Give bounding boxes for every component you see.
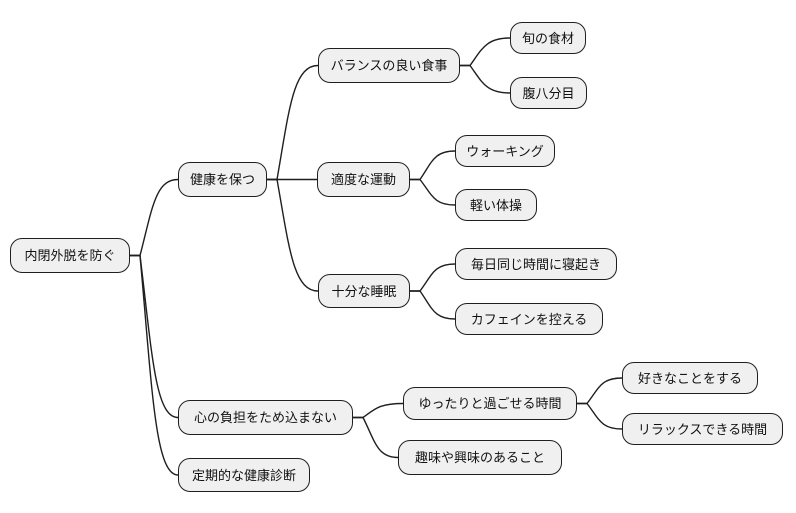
edge-root-mental-load bbox=[130, 254, 179, 419]
edge-relaxtime-likes bbox=[577, 377, 623, 405]
node-keep-health: 健康を保つ bbox=[178, 162, 267, 197]
edge-mental-relaxtime bbox=[353, 402, 404, 419]
node-enough-sleep: 十分な睡眠 bbox=[318, 274, 410, 308]
node-balanced-diet: バランスの良い食事 bbox=[318, 48, 460, 83]
node-relaxing-time: ゆったりと過ごせる時間 bbox=[403, 387, 577, 420]
edge-relaxtime-relax bbox=[577, 402, 623, 430]
node-avoid-mental-load: 心の負担をため込まない bbox=[178, 400, 353, 435]
edge-exercise-gym bbox=[410, 178, 456, 206]
edge-health-diet bbox=[267, 64, 319, 181]
node-limit-caffeine: カフェインを控える bbox=[455, 303, 603, 335]
edge-health-sleep bbox=[267, 178, 319, 292]
edge-mental-hobby bbox=[353, 416, 399, 459]
node-moderate-exercise: 適度な運動 bbox=[317, 162, 410, 197]
node-root: 内閉外脱を防ぐ bbox=[10, 238, 130, 273]
node-do-what-you-like: 好きなことをする bbox=[622, 362, 758, 394]
edge-root-keep-health bbox=[130, 178, 179, 257]
node-regular-checkup: 定期的な健康診断 bbox=[178, 458, 310, 492]
node-light-gymnastics: 軽い体操 bbox=[455, 189, 537, 221]
node-walking: ウォーキング bbox=[455, 135, 555, 167]
node-regular-sleep-schedule: 毎日同じ時間に寝起き bbox=[455, 248, 617, 280]
edge-exercise-walking bbox=[410, 150, 456, 181]
edge-diet-seasonal bbox=[460, 37, 511, 67]
node-hobbies-interests: 趣味や興味のあること bbox=[398, 440, 562, 475]
edge-sleep-caffeine bbox=[410, 290, 456, 320]
edge-diet-moderation bbox=[460, 64, 511, 94]
edge-root-checkup bbox=[130, 254, 179, 476]
node-time-to-relax: リラックスできる時間 bbox=[622, 413, 783, 445]
edge-sleep-schedule bbox=[410, 263, 456, 292]
node-eat-moderately: 腹八分目 bbox=[510, 77, 587, 109]
node-seasonal-food: 旬の食材 bbox=[510, 22, 586, 54]
